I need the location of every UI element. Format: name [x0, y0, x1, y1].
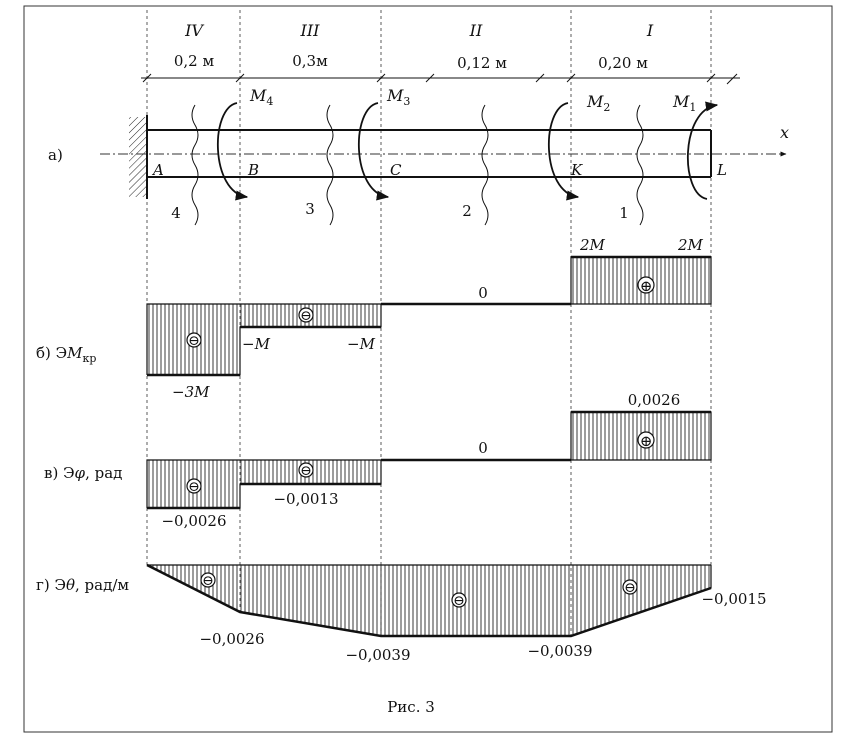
cut-3-label: 3: [305, 200, 315, 218]
diagram-g-sign-iv: ⊖: [202, 573, 214, 589]
cut-numbers: 4 3 2 1: [171, 200, 629, 222]
diagram-v-sign-i: ⊕: [640, 432, 653, 450]
panel-b-label: б) ЭMкр: [36, 344, 96, 365]
diagram-b: ⊖ ⊖ ⊕ 2M 2M 0 −M −M −3M: [146, 236, 712, 401]
torque-arrows: [216, 101, 719, 201]
moment-m2-label: M2: [586, 92, 610, 114]
point-k-label: K: [570, 161, 583, 179]
section-lengths: 0,2 м 0,3м 0,12 м 0,20 м: [174, 52, 648, 72]
section-labels: IV III II I: [184, 21, 654, 40]
axis-x-label: x: [780, 123, 789, 142]
figure-border: [23, 5, 833, 733]
diagram-g-label-b: −0,0026: [199, 630, 264, 648]
section-iii-label: III: [300, 21, 321, 40]
panel-a-label: а): [48, 146, 63, 164]
diagram-g-label-l: −0,0015: [701, 590, 766, 608]
diagram-g: ⊖ ⊖ ⊖ −0,0026 −0,0039 −0,0039 −0,0015: [146, 563, 767, 664]
diagram-v-sign-iv: ⊖: [188, 479, 200, 495]
panel-v-label: в) Эφ, рад: [44, 464, 122, 482]
diagram-b-label-minus-3m: −3M: [172, 383, 210, 401]
diagram-b-label-minus-m-right: −M: [347, 335, 376, 353]
length-iii: 0,3м: [292, 52, 328, 70]
dimension-line: [141, 73, 740, 85]
section-ii-label: II: [469, 21, 483, 40]
cut-1-label: 1: [619, 204, 629, 222]
panel-g-label: г) Эθ, рад/м: [36, 576, 129, 594]
diagram-b-sign-i: ⊕: [640, 277, 653, 295]
diagram-g-label-c: −0,0039: [345, 646, 410, 664]
fixed-support: [129, 115, 148, 199]
diagram-b-sign-iii: ⊖: [300, 308, 312, 324]
figure-caption: Рис. 3: [387, 698, 435, 716]
section-i-label: I: [646, 21, 654, 40]
length-iv: 0,2 м: [174, 52, 215, 70]
diagram-g-label-k: −0,0039: [527, 642, 592, 660]
section-iv-label: IV: [184, 21, 204, 40]
diagram-g-sign-ii: ⊖: [453, 593, 465, 609]
diagram-b-label-2m-left: 2M: [579, 236, 606, 254]
diagram-b-label-2m-right: 2M: [677, 236, 704, 254]
diagram-b-sign-iv: ⊖: [188, 333, 200, 349]
cut-4-label: 4: [171, 204, 181, 222]
diagram-v-sign-iii: ⊖: [300, 463, 312, 479]
point-l-label: L: [716, 161, 727, 179]
moment-m4-label: M4: [249, 86, 273, 108]
point-a-label: A: [151, 161, 164, 179]
shaft-body: [147, 129, 712, 178]
point-labels: A B C K L: [151, 161, 727, 179]
diagram-g-sign-i: ⊖: [624, 580, 636, 596]
moment-labels: M4 M3 M2 M1: [249, 86, 696, 114]
diagram-b-label-minus-m-left: −M: [242, 335, 271, 353]
diagram-v-label-pos: 0,0026: [628, 391, 681, 409]
moment-m1-label: M1: [672, 92, 696, 114]
cut-2-label: 2: [462, 202, 472, 220]
length-i: 0,20 м: [598, 54, 648, 72]
diagram-v-label-iv: −0,0026: [161, 512, 226, 530]
diagram-v: ⊖ ⊖ ⊕ 0,0026 0 −0,0013 −0,0026: [146, 391, 712, 530]
diagram-v-label-zero: 0: [478, 439, 488, 457]
diagram-b-label-zero: 0: [478, 284, 488, 302]
diagram-v-label-iii: −0,0013: [273, 490, 338, 508]
length-ii: 0,12 м: [457, 54, 507, 72]
point-b-label: B: [247, 161, 259, 179]
point-c-label: C: [390, 161, 402, 179]
moment-m3-label: M3: [386, 86, 410, 108]
section-cuts: [191, 104, 644, 226]
